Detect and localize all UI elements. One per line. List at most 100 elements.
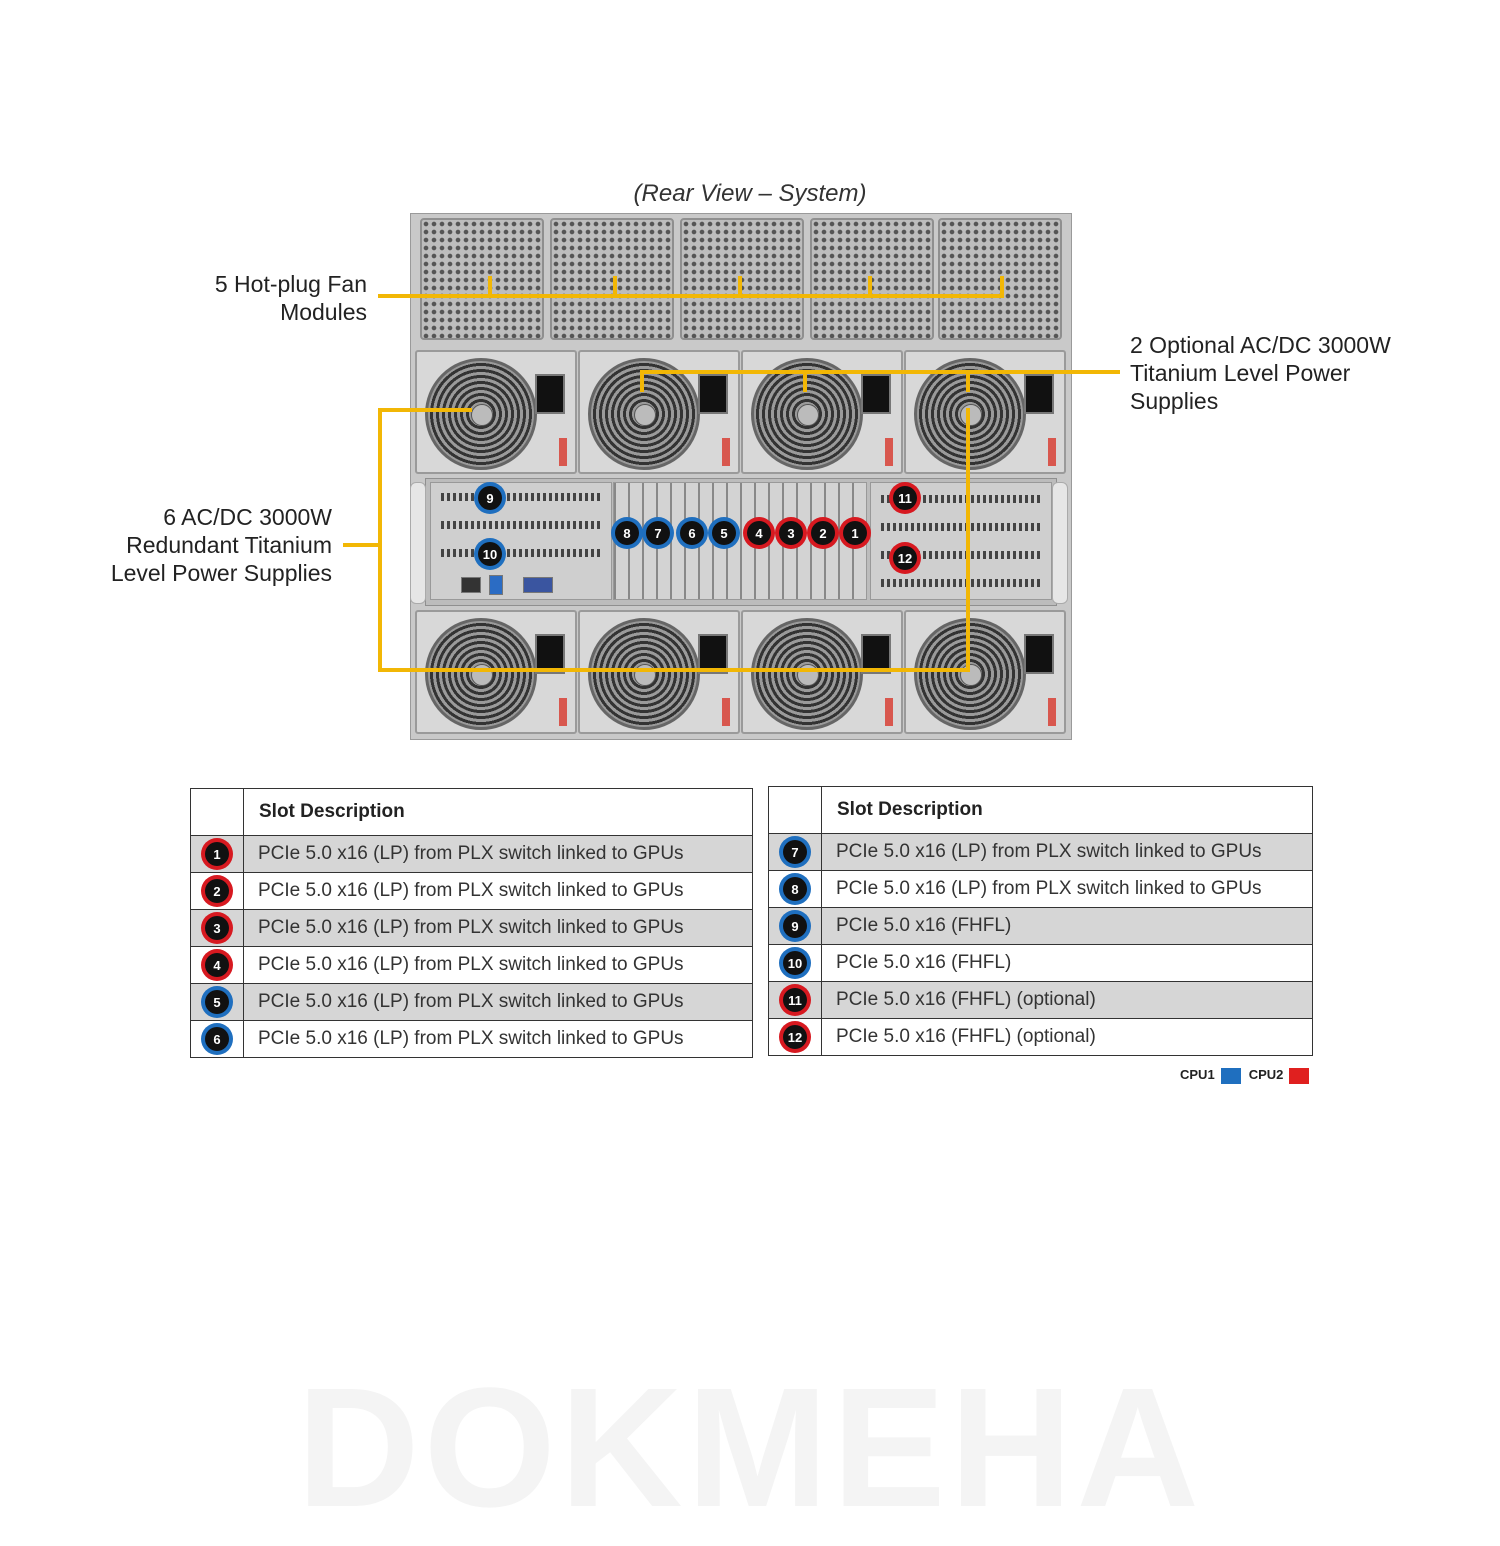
leader-line-redundant-psu — [343, 408, 970, 672]
watermark: DOKMEHA — [296, 1353, 1204, 1543]
table-row: 8 PCIe 5.0 x16 (LP) from PLX switch link… — [768, 870, 1313, 908]
legend-cpu2-label: CPU2 — [1248, 1067, 1284, 1082]
table-header-row: Slot Description — [190, 788, 753, 836]
slot-badge-1: 1 — [843, 521, 867, 545]
expansion-slot — [881, 523, 1041, 531]
power-inlet-icon — [861, 634, 891, 674]
expansion-slot — [441, 549, 601, 557]
slot-badge-9: 9 — [478, 486, 502, 510]
power-supply[interactable] — [415, 610, 577, 734]
fan-module[interactable] — [550, 218, 674, 340]
table-row: 3 PCIe 5.0 x16 (LP) from PLX switch link… — [190, 909, 753, 947]
release-tab[interactable] — [722, 438, 730, 466]
table-cell-number: 8 — [768, 870, 822, 908]
slot-badge-8: 8 — [615, 521, 639, 545]
table-header-description: Slot Description — [821, 786, 1313, 834]
table-row: 10 PCIe 5.0 x16 (FHFL) — [768, 944, 1313, 982]
callout-optional-psu-line-1: 2 Optional AC/DC 3000W — [1130, 332, 1391, 358]
expansion-slot — [881, 495, 1041, 503]
ethernet-port-icon[interactable] — [461, 577, 481, 593]
callout-optional-psu: 2 Optional AC/DC 3000W Titanium Level Po… — [1130, 331, 1430, 415]
table-cell-number: 5 — [190, 983, 244, 1021]
table-cell-description: PCIe 5.0 x16 (LP) from PLX switch linked… — [821, 833, 1313, 871]
power-inlet-icon — [1024, 374, 1054, 414]
slot-number-badge: 3 — [205, 916, 229, 940]
table-cell-number: 3 — [190, 909, 244, 947]
table-cell-description: PCIe 5.0 x16 (LP) from PLX switch linked… — [243, 909, 753, 947]
slot-number-badge: 2 — [205, 879, 229, 903]
power-inlet-icon — [698, 374, 728, 414]
table-cell-number: 12 — [768, 1018, 822, 1056]
callout-redundant-psu-line-1: 6 AC/DC 3000W — [163, 504, 332, 530]
table-row: 6 PCIe 5.0 x16 (LP) from PLX switch link… — [190, 1020, 753, 1058]
fan-module[interactable] — [810, 218, 934, 340]
table-row: 2 PCIe 5.0 x16 (LP) from PLX switch link… — [190, 872, 753, 910]
legend-cpu1-label: CPU1 — [1180, 1067, 1215, 1082]
release-tab[interactable] — [559, 438, 567, 466]
table-cell-description: PCIe 5.0 x16 (LP) from PLX switch linked… — [243, 835, 753, 873]
slot-badge-11: 11 — [893, 486, 917, 510]
slot-number-badge: 5 — [205, 990, 229, 1014]
table-header-row: Slot Description — [768, 786, 1313, 834]
expansion-slot — [441, 521, 601, 529]
slot-number-badge: 7 — [783, 840, 807, 864]
expansion-slot — [441, 493, 601, 501]
table-cell-description: PCIe 5.0 x16 (LP) from PLX switch linked… — [243, 1020, 753, 1058]
slot-number-badge: 9 — [783, 914, 807, 938]
release-tab[interactable] — [722, 698, 730, 726]
table-cell-number: 7 — [768, 833, 822, 871]
slot-badge-2: 2 — [811, 521, 835, 545]
release-tab[interactable] — [885, 698, 893, 726]
usb-port-icon[interactable] — [489, 575, 503, 595]
psu-fan-icon — [425, 358, 537, 470]
release-tab[interactable] — [1048, 698, 1056, 726]
power-supply[interactable] — [415, 350, 577, 474]
table-cell-number: 1 — [190, 835, 244, 873]
table-cell-description: PCIe 5.0 x16 (LP) from PLX switch linked… — [243, 946, 753, 984]
slot-badge-3: 3 — [779, 521, 803, 545]
table-header-number — [768, 786, 822, 834]
slot-badge-10: 10 — [478, 542, 502, 566]
io-panel-left — [430, 482, 612, 600]
callout-fan-line-1: 5 Hot-plug Fan — [214, 271, 367, 297]
chassis-handle-left[interactable] — [410, 482, 426, 604]
table-cell-description: PCIe 5.0 x16 (FHFL) — [821, 907, 1313, 945]
slot-badge-6: 6 — [680, 521, 704, 545]
slot-number-badge: 6 — [205, 1027, 229, 1051]
slot-number-badge: 4 — [205, 953, 229, 977]
callout-fan-modules: 5 Hot-plug Fan Modules — [160, 270, 367, 326]
callout-optional-psu-line-3: Supplies — [1130, 388, 1219, 414]
release-tab[interactable] — [885, 438, 893, 466]
cpu-legend: CPU1 CPU2 — [1180, 1067, 1310, 1084]
slot-number-badge: 10 — [783, 951, 807, 975]
release-tab[interactable] — [559, 698, 567, 726]
table-row: 12 PCIe 5.0 x16 (FHFL) (optional) — [768, 1018, 1313, 1056]
callout-redundant-psu-line-3: Level Power Supplies — [110, 560, 332, 586]
power-inlet-icon — [1024, 634, 1054, 674]
fan-module[interactable] — [938, 218, 1062, 340]
slot-badge-4: 4 — [747, 521, 771, 545]
table-cell-description: PCIe 5.0 x16 (FHFL) (optional) — [821, 981, 1313, 1019]
release-tab[interactable] — [1048, 438, 1056, 466]
table-cell-number: 10 — [768, 944, 822, 982]
expansion-slot — [881, 551, 1041, 559]
table-row: 9 PCIe 5.0 x16 (FHFL) — [768, 907, 1313, 945]
power-inlet-icon — [698, 634, 728, 674]
table-header-number — [190, 788, 244, 836]
table-cell-number: 4 — [190, 946, 244, 984]
fan-module[interactable] — [420, 218, 544, 340]
table-row: 5 PCIe 5.0 x16 (LP) from PLX switch link… — [190, 983, 753, 1021]
table-row: 7 PCIe 5.0 x16 (LP) from PLX switch link… — [768, 833, 1313, 871]
table-row: 11 PCIe 5.0 x16 (FHFL) (optional) — [768, 981, 1313, 1019]
vga-port-icon[interactable] — [523, 577, 553, 593]
chassis-handle-right[interactable] — [1052, 482, 1068, 604]
table-header-description: Slot Description — [243, 788, 753, 836]
slot-table-right: Slot Description 7 PCIe 5.0 x16 (LP) fro… — [768, 786, 1313, 1056]
diagram-caption: (Rear View – System) — [633, 180, 867, 207]
callout-redundant-psu: 6 AC/DC 3000W Redundant Titanium Level P… — [80, 503, 332, 587]
slot-number-badge: 12 — [783, 1025, 807, 1049]
power-inlet-icon — [861, 374, 891, 414]
slot-badge-12: 12 — [893, 546, 917, 570]
table-cell-description: PCIe 5.0 x16 (LP) from PLX switch linked… — [821, 870, 1313, 908]
leader-line-fans — [378, 276, 1004, 298]
